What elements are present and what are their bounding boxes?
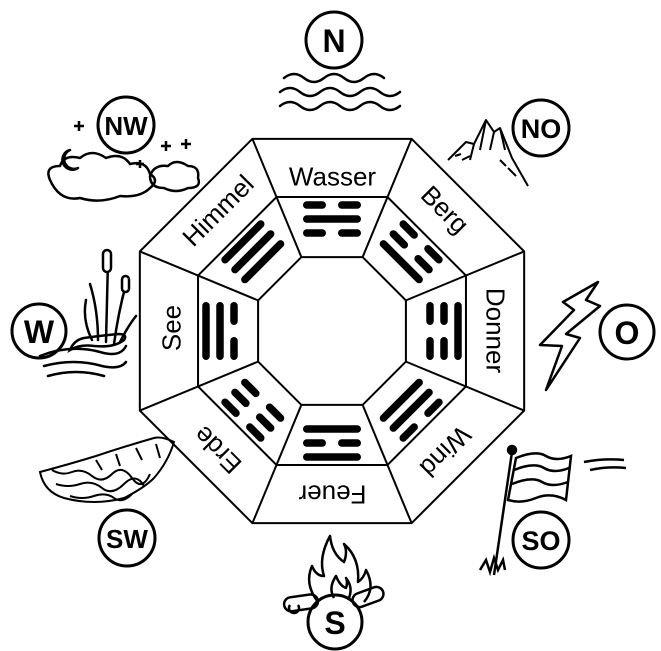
direction-o: O: [600, 305, 654, 359]
octagon-ring: [198, 197, 466, 465]
label-feuer: Feuer: [298, 480, 366, 510]
direction-label-o: O: [615, 315, 640, 351]
yang-line: [303, 215, 361, 223]
trigram-symbols: [202, 201, 462, 461]
trigram-berg: [378, 219, 444, 285]
direction-n: N: [306, 12, 362, 68]
trigram-feuer: [303, 425, 361, 461]
direction-nw: NW: [98, 97, 154, 153]
label-erde: Erde: [187, 420, 247, 480]
yin-line-segment: [230, 337, 238, 360]
yin-line-segment: [338, 229, 361, 237]
trigram-erde: [220, 377, 286, 443]
direction-label-w: W: [24, 314, 55, 350]
earth-heap-icon: [40, 438, 174, 503]
yin-line-segment: [440, 337, 448, 360]
yin-line-segment: [426, 337, 434, 360]
yin-line-segment: [338, 201, 361, 209]
direction-no: NO: [513, 100, 569, 156]
direction-label-no: NO: [521, 114, 562, 144]
yin-line-segment: [338, 439, 361, 447]
direction-label-nw: NW: [104, 111, 148, 141]
direction-sw: SW: [99, 510, 155, 566]
direction-label-sw: SW: [106, 524, 148, 554]
trigram-wasser: [303, 201, 361, 237]
direction-label-s: S: [324, 605, 345, 641]
yang-line: [303, 453, 361, 461]
trigram-donner: [426, 302, 462, 360]
water-waves-icon: [280, 74, 400, 110]
yin-line-segment: [303, 229, 326, 237]
lightning-icon: [540, 282, 600, 390]
direction-so: SO: [513, 512, 569, 568]
octagon-rings: [140, 139, 524, 523]
direction-label-so: SO: [521, 526, 560, 556]
label-wasser: Wasser: [289, 161, 376, 191]
label-donner: Donner: [481, 288, 511, 374]
label-see: See: [156, 305, 186, 351]
trigram-see: [202, 302, 238, 360]
yang-line: [454, 302, 462, 360]
label-berg: Berg: [415, 179, 475, 239]
yin-line-segment: [426, 302, 434, 325]
direction-label-n: N: [322, 23, 345, 59]
trigram-wind: [378, 377, 444, 443]
octagon-ring: [258, 257, 406, 405]
yin-line-segment: [303, 439, 326, 447]
yin-line-segment: [303, 201, 326, 209]
yang-line: [202, 302, 210, 360]
trigram-himmel: [220, 219, 286, 285]
yang-line: [216, 302, 224, 360]
yin-line-segment: [230, 302, 238, 325]
yang-line: [303, 425, 361, 433]
yin-line-segment: [440, 302, 448, 325]
